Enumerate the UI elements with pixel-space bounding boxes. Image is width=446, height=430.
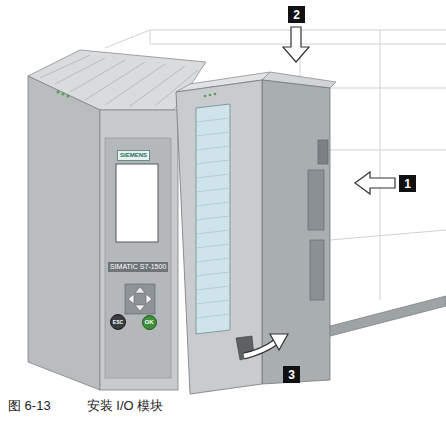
io-module: [196, 314, 230, 318]
io-module: [209, 94, 212, 97]
io-module: [196, 286, 230, 290]
io-module: [176, 72, 336, 394]
cpu-housing: [105, 64, 165, 105]
callout-number: 2: [288, 6, 305, 23]
callout-number-text: 3: [288, 368, 295, 382]
io-module: [196, 258, 230, 262]
io-module: [196, 272, 230, 276]
callout-number: 1: [399, 175, 416, 192]
io-module: [214, 93, 217, 96]
io-module: [196, 216, 230, 220]
swivel-arrow: [244, 334, 288, 356]
mounting-rail: [330, 230, 446, 240]
cpu-housing: [40, 55, 90, 78]
io-module: [176, 80, 262, 394]
io-module: [196, 230, 230, 234]
cpu-housing: [55, 58, 105, 84]
io-module: [196, 146, 230, 150]
io-module: [196, 118, 230, 122]
push-arrow: [283, 27, 309, 62]
io-module: [196, 104, 230, 334]
cpu-housing: [85, 62, 145, 100]
cpu-housing: [105, 138, 171, 378]
cpu-housing: [67, 95, 70, 98]
callout-number-text: 2: [293, 8, 300, 22]
product-name: SIMATIC S7-1500: [108, 262, 168, 272]
io-module: [196, 174, 230, 178]
push-arrow: [355, 172, 395, 194]
swivel-arrow: [244, 342, 276, 356]
callout-number: 3: [283, 366, 300, 383]
io-module: [196, 300, 230, 304]
io-module: [196, 202, 230, 206]
cpu-housing: [100, 110, 178, 390]
cpu-housing: [128, 294, 134, 304]
cpu-housing: [125, 284, 155, 314]
io-module: [318, 140, 328, 164]
esc-button-text: ESC: [113, 319, 123, 325]
ok-button: OK: [142, 315, 157, 330]
callout-number-text: 1: [404, 177, 411, 191]
io-module: [204, 95, 207, 98]
cpu-housing: [70, 60, 125, 92]
brand-logo: SIEMENS: [117, 150, 150, 161]
cpu-housing: [62, 93, 65, 96]
mounting-rail: [330, 88, 446, 89]
cpu-housing: [146, 294, 152, 304]
io-module: [308, 170, 324, 230]
io-module: [196, 188, 230, 192]
swivel-arrow: [270, 334, 288, 350]
io-module: [262, 80, 330, 384]
io-module: [310, 240, 324, 300]
cpu-housing: [116, 164, 158, 242]
mounting-rail: [105, 30, 446, 48]
cpu-housing: [135, 305, 145, 311]
cpu-housing: [57, 91, 60, 94]
cpu-housing: [135, 287, 145, 293]
esc-button: ESC: [110, 314, 126, 330]
cpu-housing: [28, 76, 100, 390]
io-module: [196, 244, 230, 248]
io-module: [196, 118, 230, 318]
swivel-arrow: [244, 342, 276, 356]
mounting-rail: [330, 150, 446, 151]
io-module: [196, 132, 230, 136]
mounting-rail: [380, 30, 381, 300]
ok-button-text: OK: [145, 319, 154, 325]
io-module: [196, 160, 230, 164]
figure-caption: 图 6-13 安装 I/O 模块: [8, 397, 163, 415]
